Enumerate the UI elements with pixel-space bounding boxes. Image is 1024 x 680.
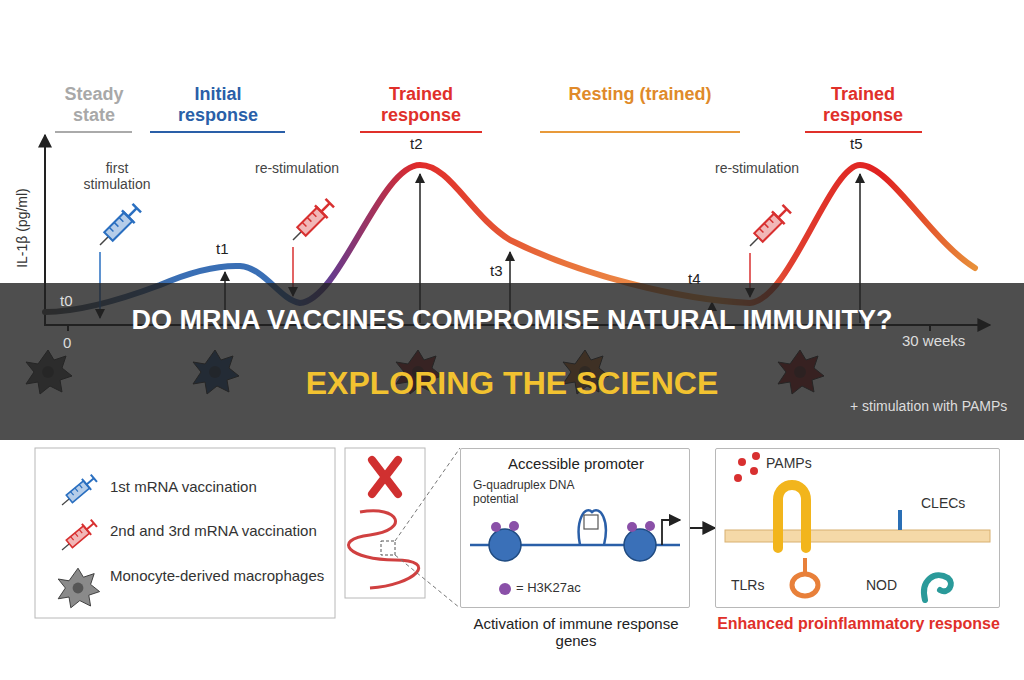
feature-label: G-quadruplex DNA potential: [473, 479, 577, 507]
receptor-label: PAMPs: [766, 455, 836, 471]
axis-title: IL-1β (pg/ml): [14, 158, 30, 298]
promoter-box: Accessible promoterG-quadruplex DNA pote…: [460, 448, 690, 608]
box-caption: Enhanced proinflammatory response: [716, 615, 1001, 633]
legend-box: [35, 448, 335, 618]
flow-arrow: [690, 527, 715, 529]
phase-heading: Resting (trained): [560, 84, 720, 105]
time-point: t5: [850, 135, 863, 152]
legend-text: 1st mRNA vaccination: [110, 478, 325, 495]
phase-heading: Trained response: [808, 84, 918, 125]
legend-text: 2nd and 3rd mRNA vaccination: [110, 522, 325, 539]
banner-title: DO MRNA VACCINES COMPROMISE NATURAL IMMU…: [0, 305, 1024, 336]
phase-underlines: [55, 132, 922, 133]
phase-heading: Trained response: [366, 84, 476, 125]
promoter-illustration: [470, 510, 680, 595]
stimulation-note: + stimulation with PAMPs: [850, 398, 1015, 414]
legend-icons: [57, 473, 99, 608]
chromosome-illustration: [345, 448, 460, 608]
time-point: t3: [490, 262, 503, 279]
stimulation-note: re-stimulation: [712, 160, 802, 176]
receptor-illustration: [725, 452, 990, 600]
phase-heading: Steady state: [52, 84, 136, 125]
axis-tick-label: 0: [63, 334, 71, 351]
time-point: t0: [60, 292, 73, 309]
legend-text: Monocyte-derived macrophages: [110, 567, 325, 584]
time-point: t1: [216, 240, 229, 257]
time-point: t2: [410, 135, 423, 152]
receptor-label: CLECs: [921, 495, 991, 511]
stimulation-note: re-stimulation: [252, 160, 342, 176]
axis-tick-label: 30 weeks: [902, 332, 965, 349]
banner-caption: EXPLORING THE SCIENCE: [0, 365, 1024, 402]
key-label: = H3K27ac: [516, 581, 626, 596]
h3k27ac-dot: [499, 583, 511, 595]
phase-heading: Initial response: [168, 84, 268, 125]
box-caption: Activation of immune response genes: [461, 615, 691, 650]
receptor-label: NOD: [866, 577, 926, 593]
stimulation-note: first stimulation: [72, 160, 162, 192]
box-heading: Accessible promoter: [461, 455, 691, 472]
receptor-label: TLRs: [731, 577, 791, 593]
receptor-box: PAMPsCLECsTLRsNODEnhanced proinflammator…: [715, 448, 1000, 608]
title-banner: DO MRNA VACCINES COMPROMISE NATURAL IMMU…: [0, 283, 1024, 440]
